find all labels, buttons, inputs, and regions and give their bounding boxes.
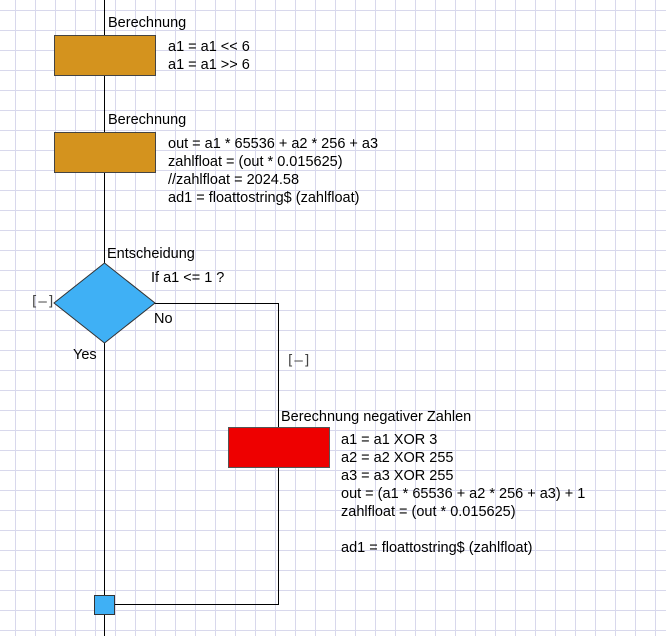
calc3-code: a1 = a1 XOR 3 a2 = a2 XOR 255 a3 = a3 XO… (341, 432, 586, 556)
decision-yes-label: Yes (73, 347, 97, 363)
calc2-title: Berechnung (108, 112, 187, 128)
decision-no-label: No (154, 311, 173, 327)
no-branch-collapse-toggle[interactable]: [–] (286, 353, 312, 369)
calc2-code: out = a1 * 65536 + a2 * 256 + a3 zahlflo… (168, 136, 379, 206)
calc2-block[interactable] (54, 132, 156, 173)
decision-condition: If a1 <= 1 ? (151, 270, 225, 286)
calc3-title: Berechnung negativer Zahlen (281, 409, 472, 425)
decision-collapse-toggle[interactable]: [–] (30, 294, 56, 310)
calc1-code: a1 = a1 << 6 a1 = a1 >> 6 (168, 39, 250, 73)
calc1-block[interactable] (54, 35, 156, 76)
calc3-block[interactable] (228, 427, 330, 468)
decision-diamond[interactable] (53, 262, 156, 344)
calc1-title: Berechnung (108, 15, 187, 31)
decision-title: Entscheidung (107, 246, 195, 262)
merge-junction[interactable] (94, 595, 115, 615)
